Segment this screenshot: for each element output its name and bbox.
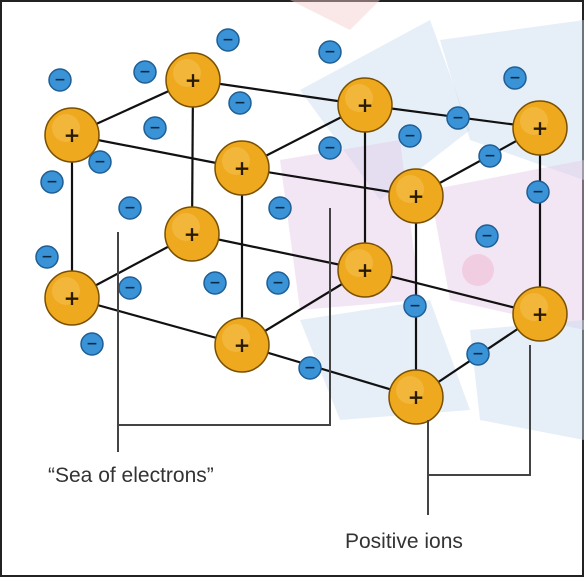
electron-12: −: [478, 144, 502, 168]
positive-ion-8: +: [512, 286, 568, 342]
watermark-shape-5: [300, 300, 470, 420]
svg-text:−: −: [41, 249, 53, 265]
svg-text:+: +: [185, 68, 202, 92]
svg-text:+: +: [234, 333, 251, 357]
svg-text:−: −: [304, 360, 316, 376]
electron-19: −: [266, 271, 290, 295]
positive-ion-4: +: [214, 140, 270, 196]
svg-text:−: −: [409, 298, 421, 314]
electron-7: −: [143, 116, 167, 140]
bond-line-9: [71, 296, 243, 347]
svg-text:−: −: [472, 346, 484, 362]
svg-text:−: −: [222, 32, 234, 48]
electron-5: −: [228, 91, 252, 115]
electron-9: −: [40, 170, 64, 194]
svg-text:+: +: [357, 258, 374, 282]
watermark-dot: [462, 254, 494, 286]
positive-ion-1: +: [337, 77, 393, 133]
electron-3: −: [133, 60, 157, 84]
electron-15: −: [526, 180, 550, 204]
electron-21: −: [403, 294, 427, 318]
watermark-shape-0: [290, 0, 380, 30]
svg-text:−: −: [404, 128, 416, 144]
positive-ion-7: +: [337, 242, 393, 298]
electron-24: −: [466, 342, 490, 366]
bond-line-8: [364, 268, 541, 316]
svg-text:−: −: [234, 95, 246, 111]
svg-text:−: −: [532, 184, 544, 200]
electron-1: −: [318, 40, 342, 64]
callout-line-2: [427, 345, 531, 476]
svg-text:+: +: [408, 184, 425, 208]
bond-line-2: [71, 133, 243, 170]
electron-6: −: [446, 106, 470, 130]
svg-text:−: −: [54, 72, 66, 88]
watermark-shape-6: [470, 320, 584, 440]
electron-23: −: [298, 356, 322, 380]
electron-18: −: [203, 271, 227, 295]
svg-text:−: −: [274, 200, 286, 216]
svg-text:+: +: [64, 123, 81, 147]
electron-16: −: [35, 245, 59, 269]
positive-ion-3: +: [44, 107, 100, 163]
svg-text:−: −: [86, 336, 98, 352]
positive-ion-10: +: [214, 317, 270, 373]
svg-text:−: −: [124, 280, 136, 296]
positive-ion-9: +: [44, 270, 100, 326]
electron-13: −: [118, 196, 142, 220]
svg-text:+: +: [357, 93, 374, 117]
svg-text:−: −: [46, 174, 58, 190]
background-watermark: [280, 0, 584, 440]
svg-text:+: +: [532, 116, 549, 140]
electron-14: −: [268, 196, 292, 220]
svg-text:−: −: [124, 200, 136, 216]
electron-11: −: [398, 124, 422, 148]
positive-ion-6: +: [164, 206, 220, 262]
bond-line-3: [241, 166, 417, 198]
electron-sea: − − − − − − − − − − − − − − − − − − − − − − − − −: [35, 28, 550, 380]
svg-text:−: −: [272, 275, 284, 291]
svg-text:+: +: [532, 302, 549, 326]
electron-8: −: [88, 150, 112, 174]
bond-line-0: [192, 78, 366, 107]
electron-22: −: [80, 332, 104, 356]
sea-of-electrons-label: “Sea of electrons”: [48, 464, 214, 487]
positive-ion-2: +: [512, 100, 568, 156]
callout-lines: [117, 208, 531, 515]
svg-text:−: −: [149, 120, 161, 136]
svg-text:−: −: [139, 64, 151, 80]
electron-2: −: [48, 68, 72, 92]
svg-text:+: +: [408, 385, 425, 409]
positive-ion-0: +: [165, 52, 221, 108]
svg-text:−: −: [481, 228, 493, 244]
svg-text:−: −: [509, 70, 521, 86]
positive-ion-11: +: [388, 369, 444, 425]
electron-10: −: [318, 136, 342, 160]
svg-text:−: −: [209, 275, 221, 291]
positive-ion-lattice: + + + + + + + + + + + +: [44, 52, 568, 425]
svg-text:−: −: [324, 140, 336, 156]
callout-line-0: [117, 208, 331, 426]
svg-text:−: −: [324, 44, 336, 60]
svg-text:−: −: [452, 110, 464, 126]
bond-line-7: [191, 232, 366, 272]
svg-text:−: −: [484, 148, 496, 164]
watermark-shape-2: [440, 20, 584, 180]
svg-text:−: −: [94, 154, 106, 170]
positive-ions-label: Positive ions: [345, 530, 463, 553]
electron-4: −: [503, 66, 527, 90]
positive-ion-5: +: [388, 168, 444, 224]
electron-20: −: [475, 224, 499, 248]
svg-text:+: +: [234, 156, 251, 180]
svg-text:+: +: [184, 222, 201, 246]
electron-17: −: [118, 276, 142, 300]
svg-text:+: +: [64, 286, 81, 310]
electron-0: −: [216, 28, 240, 52]
